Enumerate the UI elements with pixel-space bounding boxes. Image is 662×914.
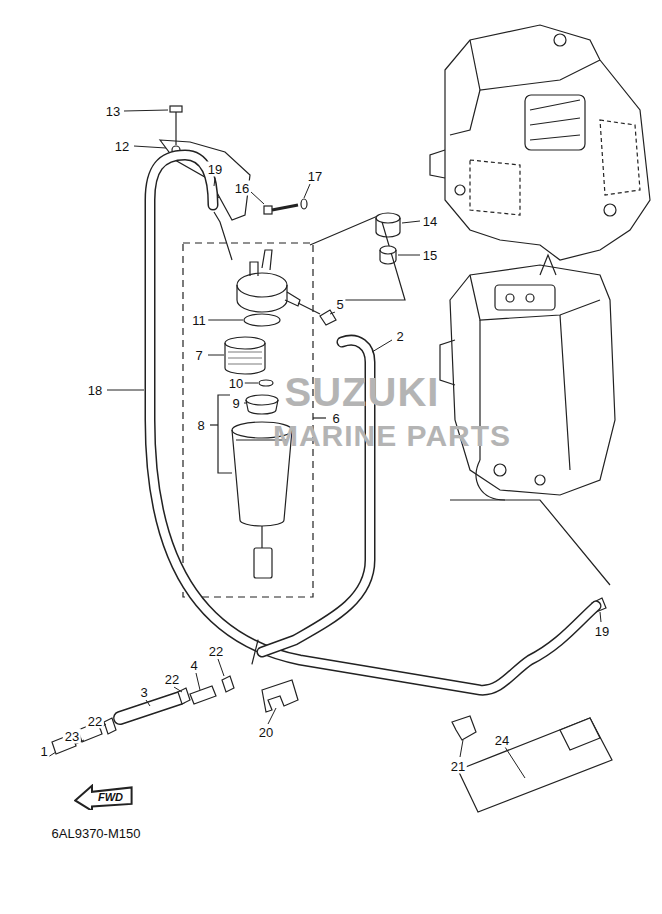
callout-number: 7 [193,348,204,363]
callout-number: 2 [394,329,405,344]
callout-number: 18 [86,383,104,398]
arrow-label: FWD [98,791,123,803]
callout-number: 10 [227,376,245,391]
callout-number: 24 [493,733,511,748]
watermark: SUZUKI [285,372,440,412]
callout-number: 1 [38,744,49,759]
callout-number: 19 [593,624,611,639]
callout-number: 22 [207,644,225,659]
callout-number: 19 [206,162,224,177]
callout-number: 9 [230,396,241,411]
callout-number: 21 [449,759,467,774]
direction-arrow: FWD [74,784,134,810]
callout-number: 17 [306,169,324,184]
callout-number: 5 [334,297,345,312]
callout-number: 12 [113,139,131,154]
callout-number: 22 [86,714,104,729]
callout-number: 8 [195,418,206,433]
callout-number: 23 [63,729,81,744]
callout-number: 13 [104,104,122,119]
callout-number: 11 [190,313,208,328]
callout-number: 15 [421,248,439,263]
callout-number: 22 [163,672,181,687]
callout-number: 4 [188,658,199,673]
callout-number: 20 [257,725,275,740]
callout-number: 16 [233,181,251,196]
watermark: MARINE PARTS [273,421,511,451]
callout-number: 14 [421,214,439,229]
diagram-code: 6AL9370-M150 [50,826,143,841]
callout-number: 3 [138,685,149,700]
